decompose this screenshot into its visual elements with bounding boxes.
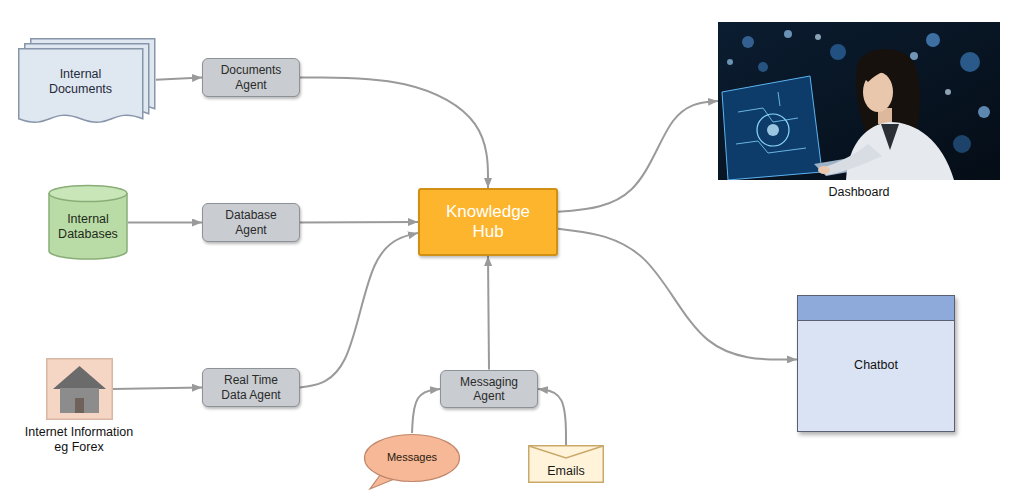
node-label: Internal Databases bbox=[52, 212, 124, 242]
house-roof bbox=[53, 366, 106, 389]
screen-core bbox=[767, 124, 779, 136]
bokeh-light bbox=[953, 135, 971, 153]
laptop-screen bbox=[722, 76, 822, 180]
hub-box: Knowledge Hub bbox=[418, 188, 558, 256]
text-holder: Internal Databases bbox=[48, 201, 128, 253]
text-holder: Internal Documents bbox=[18, 50, 143, 114]
node-label: Emails bbox=[547, 464, 585, 479]
internet-source: Internet Information eg Forex bbox=[18, 358, 140, 455]
text-holder: Knowledge Hub bbox=[420, 190, 556, 254]
envelope-flap bbox=[529, 446, 603, 458]
connector-arrow bbox=[412, 389, 440, 433]
text-holder: Emails bbox=[528, 459, 604, 483]
house-door bbox=[75, 398, 84, 413]
text-holder: Internet Information eg Forex bbox=[20, 425, 138, 455]
person-hand bbox=[818, 166, 830, 174]
connector-arrow bbox=[488, 256, 489, 370]
caption-label: Internet Information eg Forex bbox=[20, 425, 138, 455]
internet-source-art bbox=[46, 358, 113, 420]
person-shirt bbox=[881, 124, 899, 150]
node-label: Chatbot bbox=[854, 358, 898, 373]
bokeh-light bbox=[784, 30, 792, 38]
text-holder: Dashboard bbox=[828, 185, 889, 200]
node-label: Real Time Data Agent bbox=[212, 373, 290, 402]
database-cylinder: Internal Databases bbox=[48, 185, 128, 260]
node-label: Messages bbox=[387, 451, 437, 464]
dashboard-picture-art bbox=[718, 22, 1000, 180]
document-stack: Internal Documents bbox=[18, 38, 156, 131]
connector-arrow bbox=[156, 78, 202, 80]
node-label: Knowledge Hub bbox=[441, 202, 536, 243]
text-holder: Chatbot bbox=[798, 321, 954, 431]
document-page bbox=[19, 49, 143, 122]
chatbot-window: Chatbot bbox=[797, 295, 955, 432]
bubble-body bbox=[365, 435, 460, 482]
dashboard-picture: Dashboard bbox=[718, 22, 1000, 200]
agent-box: Database Agent bbox=[202, 203, 300, 242]
bokeh-light bbox=[960, 52, 980, 72]
bokeh-light bbox=[910, 52, 918, 60]
screen-circuit bbox=[736, 92, 806, 153]
bokeh-light bbox=[830, 44, 846, 60]
node-label: Messaging Agent bbox=[450, 375, 528, 404]
text-holder: Real Time Data Agent bbox=[203, 369, 299, 406]
bokeh-light bbox=[978, 106, 990, 118]
caption-label: Dashboard bbox=[828, 185, 889, 200]
bokeh-light bbox=[926, 33, 940, 47]
envelope-body bbox=[529, 446, 604, 483]
person-arm bbox=[822, 144, 882, 175]
person-fringe bbox=[860, 61, 904, 82]
screen-ring bbox=[757, 114, 789, 146]
bokeh-light bbox=[758, 62, 768, 72]
text-holder: Documents Agent bbox=[203, 59, 299, 96]
text-holder: Messaging Agent bbox=[441, 371, 537, 408]
email-envelope: Emails bbox=[528, 445, 604, 483]
cylinder-top bbox=[49, 186, 127, 202]
connector-arrow bbox=[300, 233, 418, 388]
connector-arrow bbox=[538, 389, 566, 445]
connector-arrow bbox=[300, 221, 418, 224]
connector-arrow bbox=[128, 222, 202, 224]
node-label: Documents Agent bbox=[212, 63, 290, 92]
speech-bubble: Messages bbox=[363, 433, 461, 491]
text-holder: Messages bbox=[367, 437, 457, 479]
icon-background bbox=[46, 359, 112, 420]
connector-arrow bbox=[113, 388, 203, 390]
agent-box: Real Time Data Agent bbox=[202, 368, 300, 407]
bokeh-light bbox=[727, 59, 733, 65]
connector-arrow bbox=[558, 101, 718, 212]
text-holder: Database Agent bbox=[203, 204, 299, 241]
connector-arrow bbox=[300, 77, 488, 188]
node-label: Database Agent bbox=[212, 208, 290, 237]
house-body bbox=[60, 388, 99, 413]
connector-arrow bbox=[558, 229, 797, 360]
agent-box: Messaging Agent bbox=[440, 370, 538, 409]
cylinder-body bbox=[49, 193, 127, 259]
agent-box: Documents Agent bbox=[202, 58, 300, 97]
bokeh-light bbox=[815, 34, 821, 40]
photo-background bbox=[718, 22, 1000, 180]
bokeh-light bbox=[742, 36, 754, 48]
bokeh-light bbox=[945, 89, 951, 95]
title-bar bbox=[798, 296, 954, 321]
node-label: Internal Documents bbox=[41, 67, 121, 97]
